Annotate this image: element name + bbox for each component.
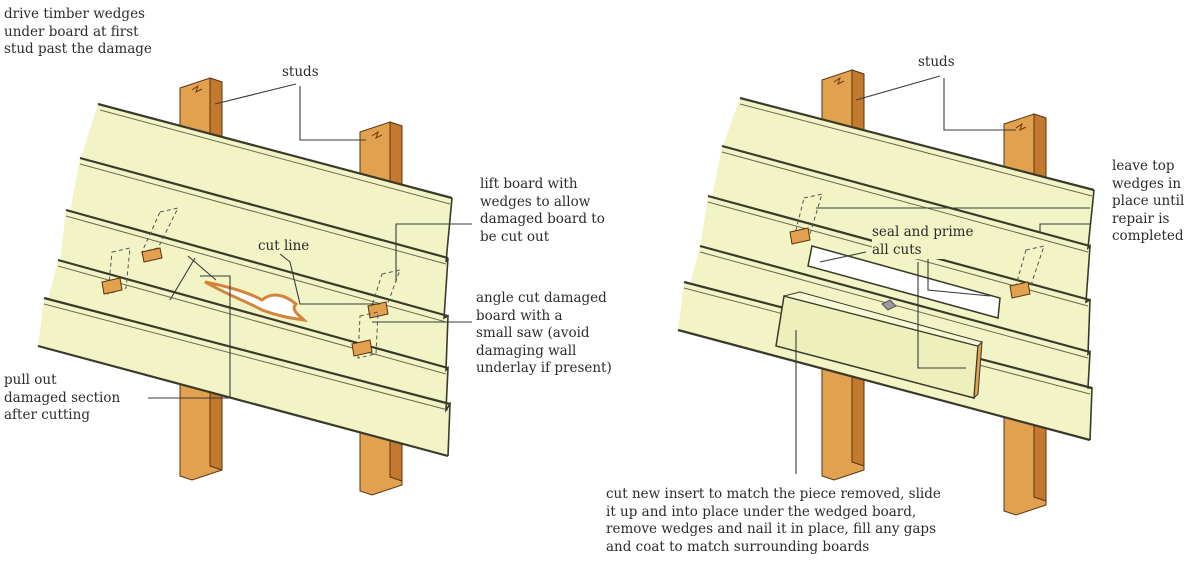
label-cut-line: cut line — [258, 238, 310, 254]
right-board-edges — [1085, 189, 1095, 441]
left-board-2 — [70, 156, 449, 318]
left-board-4 — [48, 258, 449, 410]
label-studs-right: studs — [918, 54, 955, 70]
left-wedges — [101, 207, 401, 359]
right-wedges — [789, 193, 1045, 299]
left-diagram — [37, 77, 472, 496]
right-new-insert — [775, 291, 983, 400]
label-angle-cut: angle cut damaged board with a small saw… — [476, 290, 612, 376]
right-board-1 — [722, 96, 1095, 248]
right-leaders — [795, 75, 1090, 474]
left-board-1 — [80, 102, 453, 262]
left-leaders — [148, 83, 472, 399]
left-board-5 — [37, 296, 451, 458]
label-leave-top-wedges: leave top wedges in place until repair i… — [1112, 158, 1185, 244]
label-drive-wedges: drive timber wedges under board at first… — [4, 6, 152, 57]
label-seal-prime: seal and prime all cuts — [872, 224, 974, 259]
right-diagram — [677, 69, 1095, 516]
label-new-insert: cut new insert to match the piece remove… — [606, 486, 941, 555]
right-cutout-gap — [807, 245, 1001, 319]
label-lift-board: lift board with wedges to allow damaged … — [480, 176, 605, 245]
left-board-edges — [443, 197, 453, 457]
label-studs-left: studs — [282, 64, 319, 80]
label-pull-out: pull out damaged section after cutting — [4, 372, 121, 423]
right-nail-mark — [881, 299, 897, 311]
